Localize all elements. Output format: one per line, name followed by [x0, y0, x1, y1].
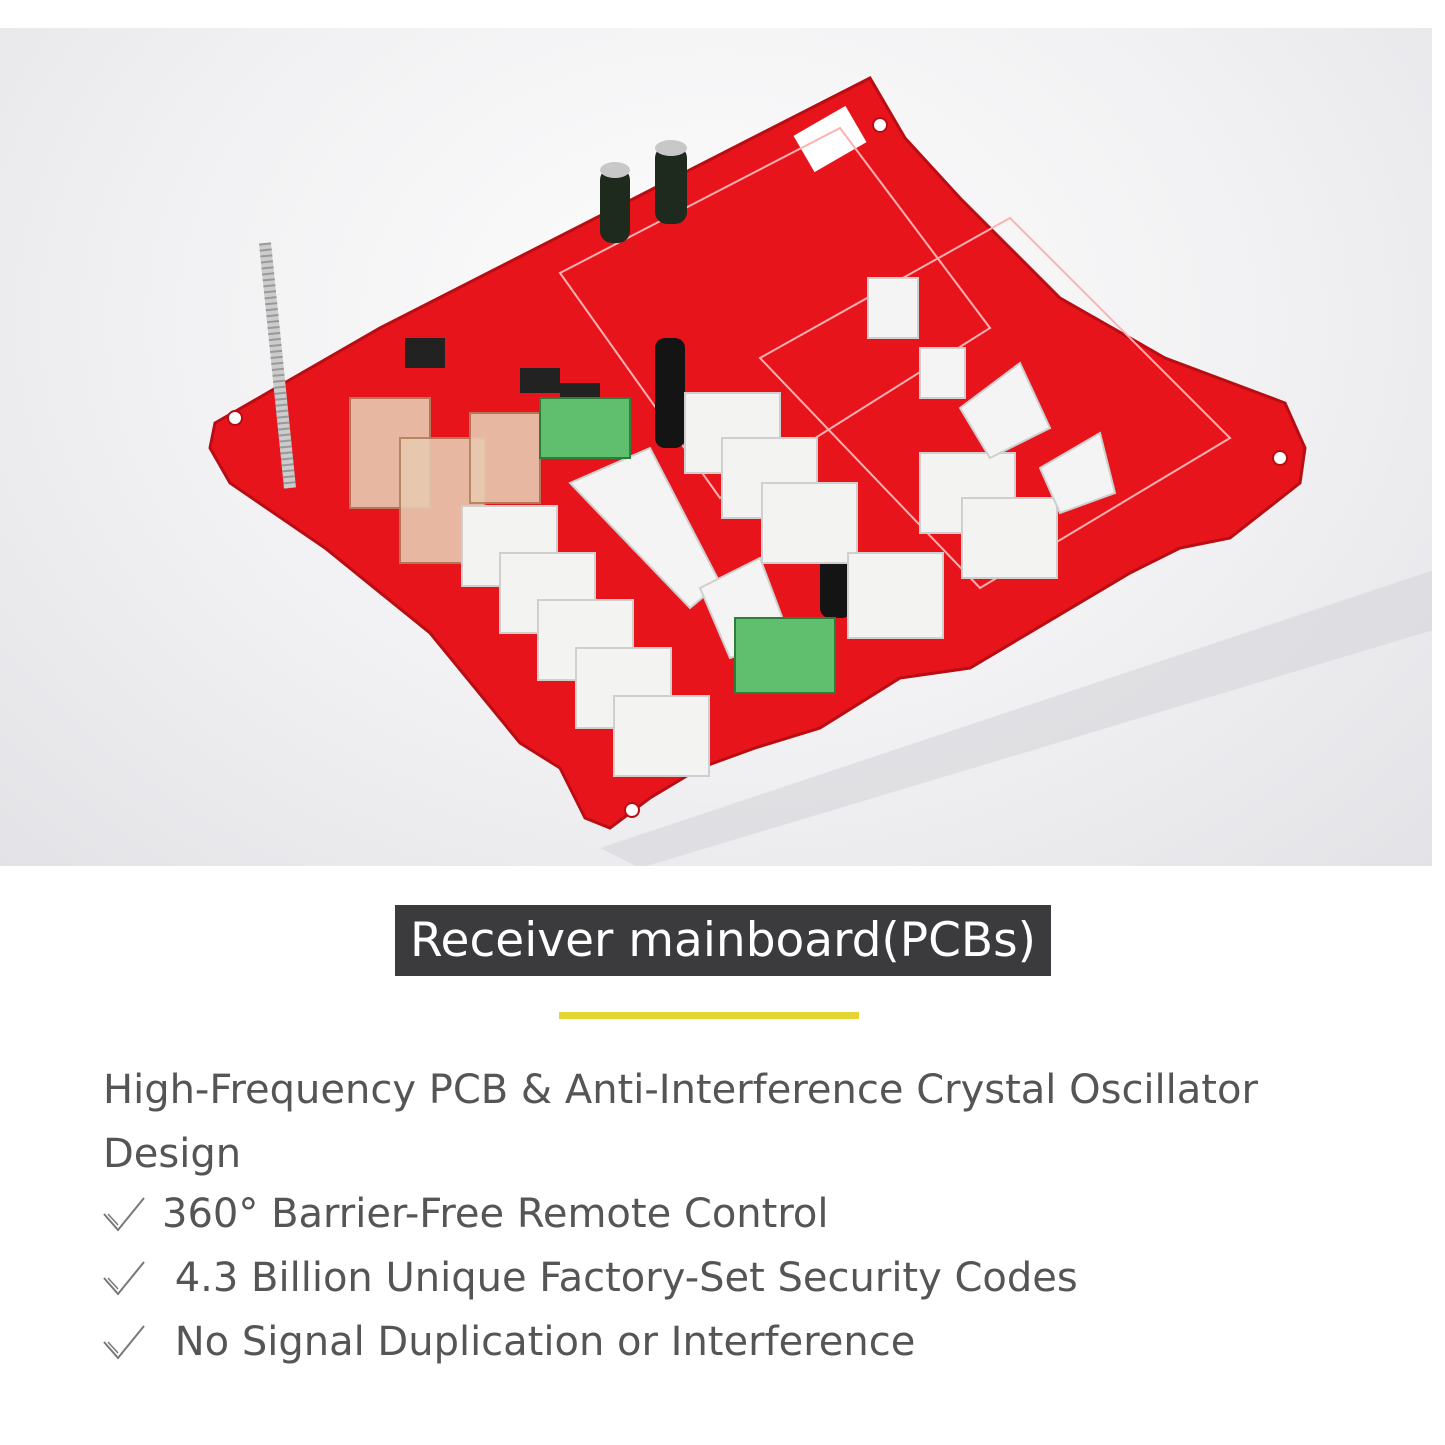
check-icon: [103, 1325, 145, 1360]
section-title: Receiver mainboard(PCBs): [395, 905, 1051, 976]
list-item: No Signal Duplication or Interference: [100, 1310, 1400, 1374]
feature-text: 4.3 Billion Unique Factory-Set Security …: [162, 1255, 1078, 1301]
section-title-text: Receiver mainboard(PCBs): [410, 913, 1036, 968]
product-description: High-Frequency PCB & Anti-Interference C…: [103, 1067, 1258, 1177]
list-item: 4.3 Billion Unique Factory-Set Security …: [100, 1246, 1400, 1310]
check-icon: [103, 1261, 145, 1296]
list-item: 360° Barrier-Free Remote Control: [100, 1182, 1400, 1246]
product-photo: [0, 28, 1432, 866]
feature-text: 360° Barrier-Free Remote Control: [162, 1191, 829, 1237]
feature-list: 360° Barrier-Free Remote Control 4.3 Bil…: [100, 1182, 1400, 1374]
feature-text: No Signal Duplication or Interference: [162, 1319, 916, 1365]
accent-divider: [559, 1012, 859, 1019]
check-icon: [103, 1197, 145, 1232]
pcb-board-image: [208, 76, 1432, 866]
